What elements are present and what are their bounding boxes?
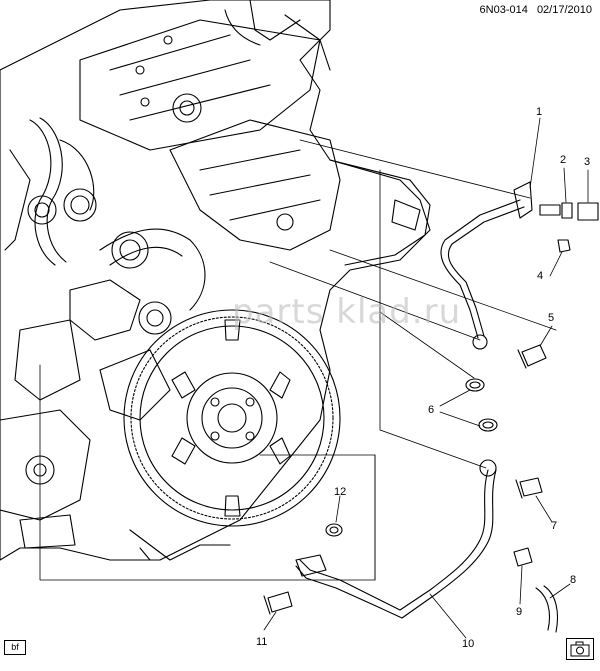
diagram-header: 6N03-014 02/17/2010 [474, 4, 592, 16]
callout-8: 8 [570, 574, 577, 586]
callout-6: 6 [428, 404, 435, 416]
leader-10 [429, 593, 467, 639]
leader-9 [519, 565, 523, 605]
leader-7 [535, 495, 553, 523]
leader-1 [529, 117, 541, 189]
callout-2: 2 [560, 154, 567, 166]
corner-label: bf [4, 640, 26, 655]
leader-4 [549, 251, 563, 277]
leader-2 [563, 167, 567, 203]
engine-block-outline [0, 0, 431, 561]
intake-manifold [169, 119, 341, 251]
leader-6b [439, 411, 481, 427]
valve-cover [79, 19, 321, 151]
leader-8 [549, 583, 571, 599]
transmission-housing [329, 159, 431, 266]
coolant-hose [29, 119, 56, 266]
callout-10: 10 [462, 638, 475, 650]
leader-11 [263, 611, 277, 631]
leader-6a [439, 389, 471, 407]
callout-7: 7 [551, 520, 558, 532]
camera-icon[interactable] [566, 638, 594, 660]
callout-11: 11 [256, 636, 268, 648]
diagram-id: 6N03-014 [479, 4, 528, 16]
callout-1: 1 [536, 106, 543, 118]
filler-cap [172, 93, 202, 123]
callout-9: 9 [516, 606, 523, 618]
watermark: parts klad.ru [232, 292, 462, 332]
callout-4: 4 [537, 270, 544, 282]
callout-3: 3 [584, 156, 591, 168]
leader-12 [335, 495, 341, 523]
pipe-lower [299, 469, 489, 611]
leader-5 [539, 325, 553, 347]
pipe-upper [440, 199, 521, 339]
diagram-date: 02/17/2010 [536, 4, 592, 16]
flywheel-outer [123, 309, 341, 527]
callout-5: 5 [548, 312, 555, 324]
callout-12: 12 [334, 486, 347, 498]
